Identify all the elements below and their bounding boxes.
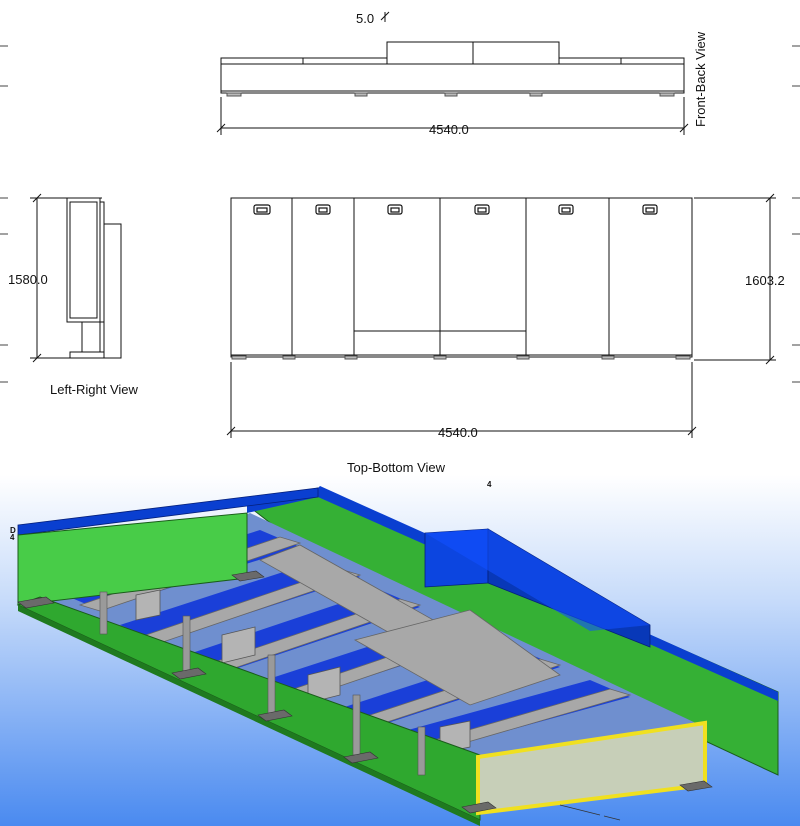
left-right-view-label: Left-Right View — [50, 382, 139, 397]
top-bottom-view — [226, 193, 776, 438]
left-right-view — [30, 193, 122, 363]
top-bottom-view-label: Top-Bottom View — [347, 460, 446, 475]
long-wall-front — [16, 591, 481, 826]
margin-ticks — [0, 45, 800, 383]
left-right-height-dimension: 1580.0 — [8, 272, 48, 287]
top-bottom-height-dimension: 1603.2 — [745, 273, 785, 288]
3d-model-viewport[interactable]: 4 D 4 — [0, 475, 800, 826]
raised-module — [424, 528, 651, 648]
marker-right: 4 — [487, 480, 492, 489]
feet-pads — [17, 570, 713, 814]
orthographic-drawing: 5.0 4540.0 Front-Back View 1580.0 Left-R… — [0, 11, 800, 475]
bottom-axis-marks — [559, 804, 621, 821]
front-back-view-label: Front-Back View — [693, 31, 708, 127]
marker-left-top: D — [10, 526, 16, 535]
marker-left-bottom: 4 — [10, 533, 15, 542]
front-back-view — [220, 11, 685, 97]
top-bottom-width-dimension: 4540.0 — [438, 425, 478, 440]
roof-strip-back — [17, 487, 319, 536]
front-back-top-dimension: 5.0 — [356, 11, 374, 26]
front-back-width-dimension: 4540.0 — [429, 122, 469, 137]
front-back-width-dimension-line — [216, 97, 689, 135]
